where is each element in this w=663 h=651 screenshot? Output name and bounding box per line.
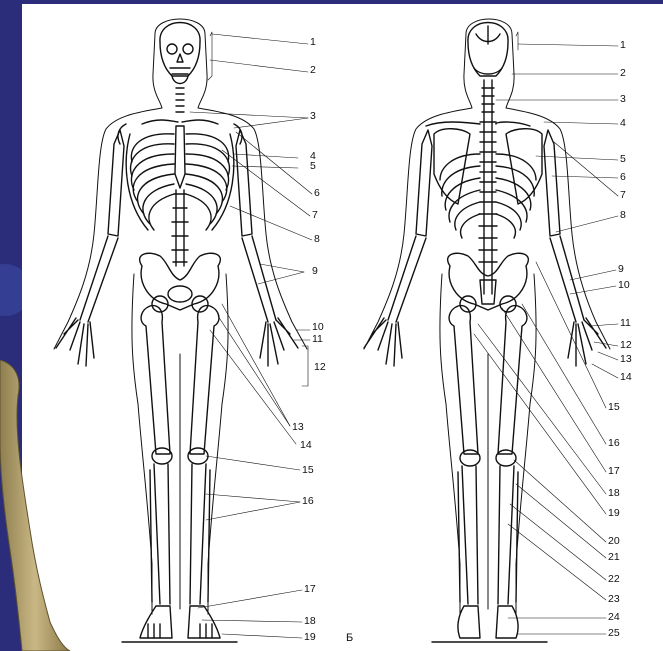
front-label-7: 7	[312, 210, 318, 221]
back-label-8: 8	[620, 210, 626, 221]
back-label-1: 1	[620, 40, 626, 51]
front-label-3: 3	[310, 111, 316, 122]
front-label-15: 15	[302, 465, 314, 476]
front-skeleton-figure	[54, 19, 307, 642]
front-label-5: 5	[310, 161, 316, 172]
back-label-2: 2	[620, 68, 626, 79]
back-skeleton-figure	[364, 19, 610, 642]
front-label-9: 9	[312, 266, 318, 277]
front-label-13: 13	[292, 422, 304, 433]
front-label-17: 17	[304, 584, 316, 595]
front-label-8: 8	[314, 234, 320, 245]
back-label-17: 17	[608, 466, 620, 477]
anatomy-sheet: 1 2 3 4 5 6 7 8 9 10 11 12 13 14 15 16 1…	[22, 4, 663, 651]
bone-photo-overlay	[0, 360, 80, 651]
back-label-4: 4	[620, 118, 626, 129]
front-label-19: 19	[304, 632, 316, 643]
skeleton-drawing	[22, 4, 663, 651]
back-label-20: 20	[608, 536, 620, 547]
back-label-18: 18	[608, 488, 620, 499]
back-label-11: 11	[620, 318, 631, 329]
back-label-22: 22	[608, 574, 620, 585]
back-label-21: 21	[608, 552, 620, 563]
back-label-3: 3	[620, 94, 626, 105]
front-label-16: 16	[302, 496, 314, 507]
back-label-13: 13	[620, 354, 632, 365]
front-label-1: 1	[310, 37, 316, 48]
front-label-2: 2	[310, 65, 316, 76]
back-label-5: 5	[620, 154, 626, 165]
back-label-16: 16	[608, 438, 620, 449]
back-label-7: 7	[620, 190, 626, 201]
front-label-14: 14	[300, 440, 312, 451]
back-label-19: 19	[608, 508, 620, 519]
back-label-14: 14	[620, 372, 632, 383]
back-label-24: 24	[608, 612, 620, 623]
back-label-12: 12	[620, 340, 632, 351]
back-label-6: 6	[620, 172, 626, 183]
back-label-15: 15	[608, 402, 620, 413]
back-label-23: 23	[608, 594, 620, 605]
front-label-11: 11	[312, 334, 323, 345]
front-label-18: 18	[304, 616, 316, 627]
front-label-10: 10	[312, 322, 324, 333]
back-label-25: 25	[608, 628, 620, 639]
back-label-10: 10	[618, 280, 630, 291]
back-view-letter: Б	[346, 632, 353, 644]
front-label-6: 6	[314, 188, 320, 199]
front-label-12: 12	[314, 362, 326, 373]
back-label-9: 9	[618, 264, 624, 275]
